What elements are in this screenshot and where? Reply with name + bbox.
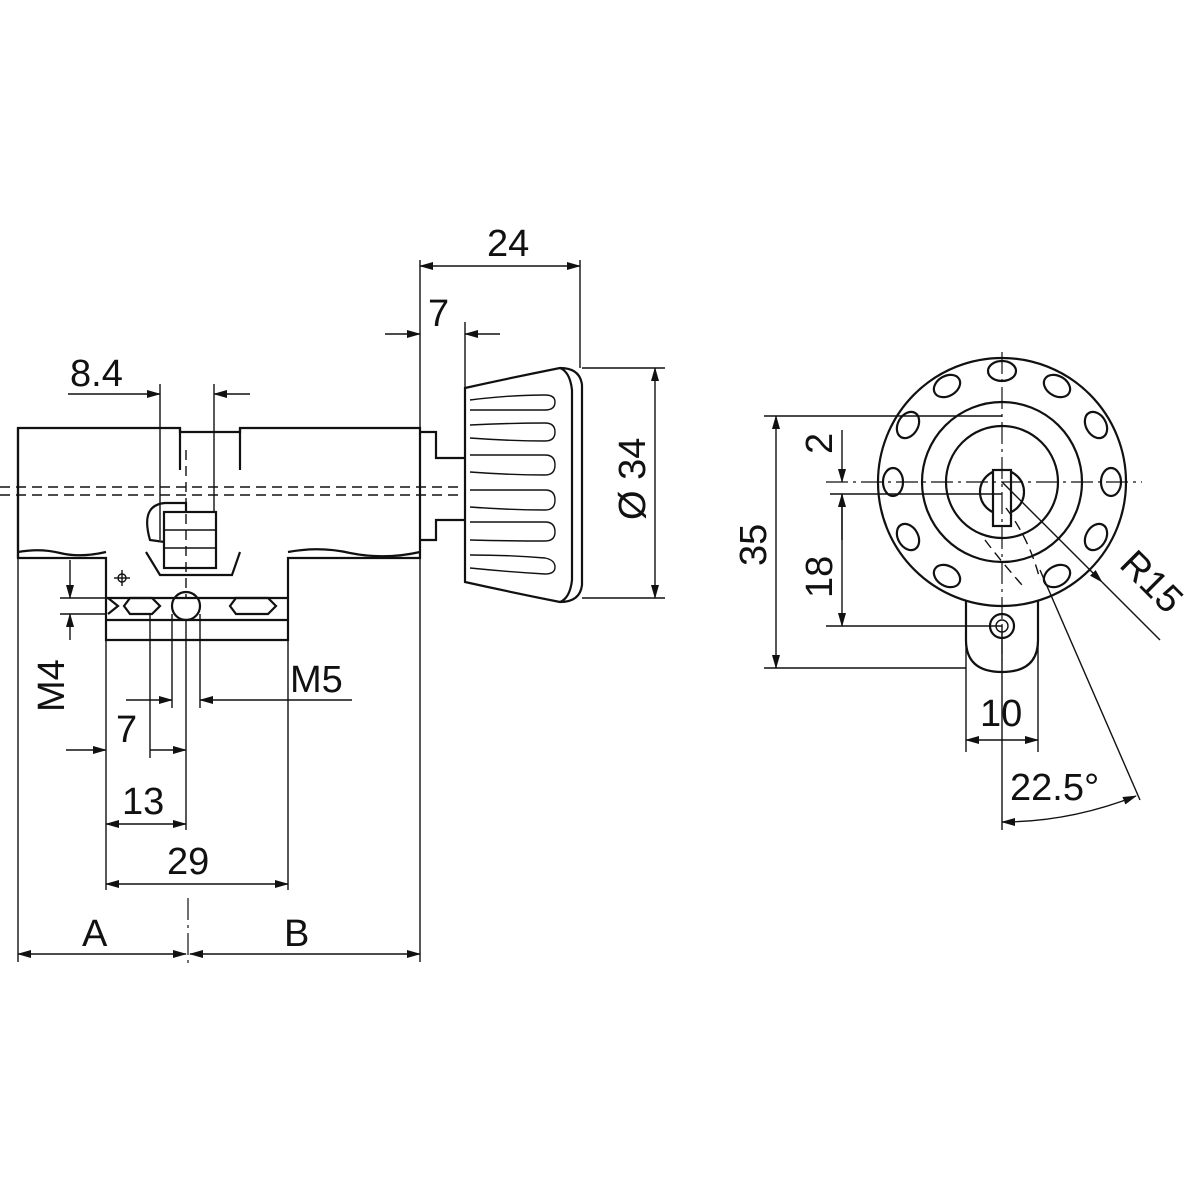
dim-diameter: Ø 34 (612, 438, 654, 520)
knob-rib (469, 489, 556, 511)
dim-29: 29 (167, 841, 209, 883)
cylinder-body (16, 426, 422, 642)
cam-path (1005, 507, 1041, 581)
knob-rib (469, 454, 556, 476)
dim-18: 18 (799, 556, 841, 598)
break-line-right (287, 548, 421, 558)
dim-7-top: 7 (428, 293, 449, 335)
knob-rim (559, 366, 574, 604)
side-view: 24 7 8.4 Ø 34 M4 M5 7 (0, 223, 665, 965)
knob (463, 366, 584, 604)
knob-neck (420, 430, 465, 542)
cam-base (145, 551, 242, 577)
dim-angle: 22.5° (1010, 767, 1099, 809)
m4-tip (107, 597, 120, 615)
break-line-left (17, 549, 107, 557)
dim-b: B (284, 913, 309, 955)
dim-7-bottom: 7 (116, 709, 137, 751)
dim-m4: M4 (31, 659, 73, 712)
dim-24: 24 (487, 223, 529, 265)
dim-a: A (82, 913, 108, 955)
cam-path-2 (984, 539, 1023, 586)
cam (162, 510, 218, 570)
grub-screw-right (228, 596, 278, 616)
cam-notch (178, 428, 242, 470)
knob-rib (469, 422, 556, 442)
dim-2: 2 (799, 433, 841, 454)
knob-rib (469, 394, 556, 411)
dim-13: 13 (122, 781, 164, 823)
dim-35: 35 (733, 524, 775, 566)
grub-screw-left (122, 596, 162, 616)
knob-rib (469, 554, 556, 575)
knob-rib (469, 521, 556, 542)
dim-m5: M5 (290, 659, 343, 701)
dim-r15: R15 (1112, 543, 1191, 622)
dim-10: 10 (980, 693, 1022, 735)
dim-8-4: 8.4 (70, 353, 123, 395)
front-view: 35 2 18 10 R15 22.5° (733, 352, 1191, 830)
